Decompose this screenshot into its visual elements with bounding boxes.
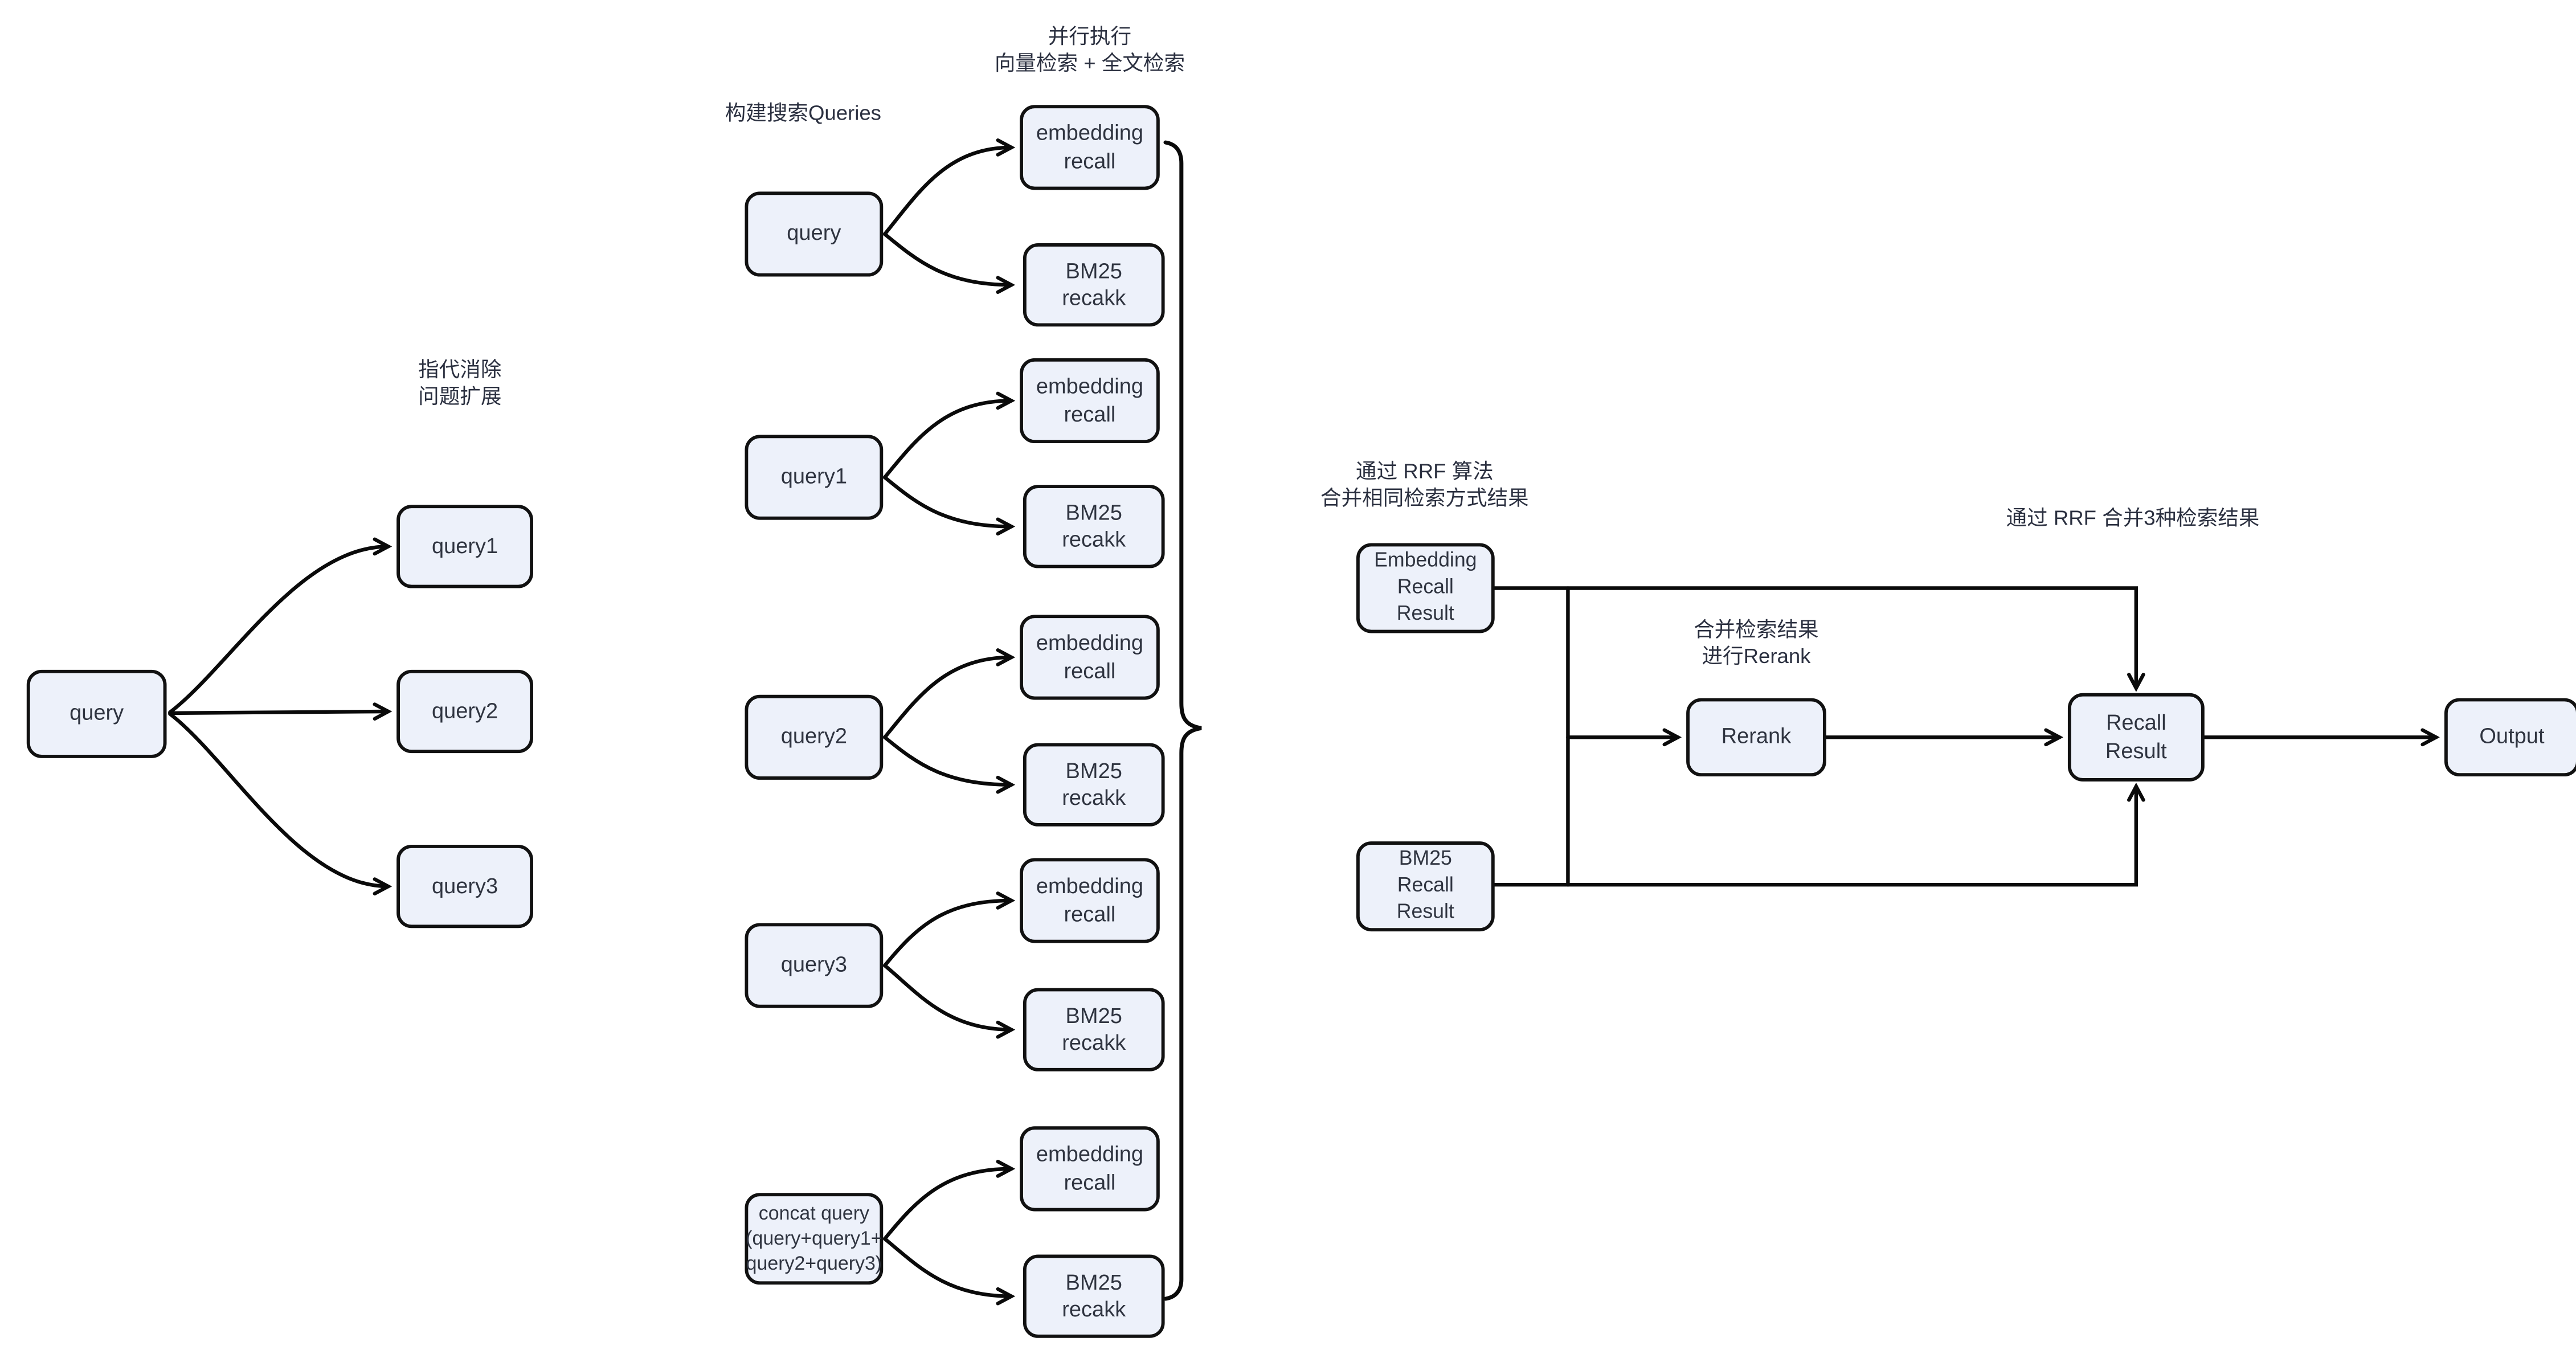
- edge-concat-to-embedding-5: [882, 1169, 1011, 1241]
- node-embedding-recall-2: embedding recall: [1020, 358, 1160, 444]
- curly-brace: [1163, 140, 1202, 1301]
- edge-query-to-query3: [168, 712, 388, 886]
- node-source-query: query: [26, 669, 167, 758]
- node-bm25-recall-3: BM25 recakk: [1023, 743, 1165, 827]
- node-embedding-recall-3: embedding recall: [1020, 615, 1160, 700]
- node-recall-result: Recall Result: [2067, 693, 2205, 782]
- node-search-query2: query2: [745, 694, 884, 780]
- edge-query-to-query2: [168, 711, 388, 713]
- node-bm25-recall-result: BM25 Recall Result: [1356, 841, 1495, 932]
- edge-midquery-to-embedding-3: [882, 657, 1011, 739]
- edge-bm25res-to-recallresult-bottom: [1493, 787, 2136, 887]
- label-rrf-merge-same: 通过 RRF 算法 合并相同检索方式结果: [1320, 460, 1529, 510]
- edge-midquery-to-bm25-3: [882, 735, 1011, 784]
- node-embedding-recall-result: Embedding Recall Result: [1356, 543, 1495, 633]
- node-embedding-recall-1: embedding recall: [1020, 105, 1160, 190]
- node-search-query1: query1: [745, 435, 884, 520]
- node-rerank: Rerank: [1686, 698, 1826, 777]
- edge-midquery-to-bm25-2: [882, 475, 1011, 526]
- node-bm25-recall-4: BM25 recakk: [1023, 988, 1165, 1071]
- label-build-queries: 构建搜索Queries: [725, 101, 882, 125]
- edge-concat-to-bm25-5: [882, 1237, 1011, 1296]
- node-bm25-recall-1: BM25 recakk: [1023, 243, 1165, 327]
- edge-midquery-to-embedding-2: [882, 400, 1011, 480]
- node-expanded-query3: query3: [396, 844, 533, 928]
- label-rrf-merge-3: 通过 RRF 合并3种检索结果: [2006, 506, 2260, 530]
- edge-embres-to-recallresult-top: [1493, 586, 2136, 689]
- node-bm25-recall-5: BM25 recakk: [1023, 1254, 1165, 1338]
- label-coreference: 指代消除 问题扩展: [418, 358, 502, 408]
- node-search-query: query: [745, 191, 884, 277]
- node-embedding-recall-5: embedding recall: [1020, 1126, 1160, 1212]
- node-expanded-query1: query1: [396, 505, 533, 588]
- edge-midquery-to-embedding-4: [882, 901, 1011, 968]
- node-output: Output: [2444, 698, 2576, 777]
- edge-query-to-query1: [168, 546, 388, 714]
- label-merge-rerank: 合并检索结果 进行Rerank: [1694, 618, 1819, 668]
- edge-midquery-to-bm25-1: [882, 232, 1011, 285]
- node-embedding-recall-4: embedding recall: [1020, 858, 1160, 943]
- edge-midquery-to-bm25-4: [882, 963, 1011, 1030]
- node-concat-query: concat query (query+query1+ query2+query…: [745, 1193, 884, 1285]
- node-search-query3: query3: [745, 923, 884, 1008]
- edge-group: [168, 148, 2436, 1296]
- node-expanded-query2: query2: [396, 669, 533, 754]
- edge-midquery-to-embedding-1: [882, 148, 1011, 236]
- node-bm25-recall-2: BM25 recakk: [1023, 485, 1165, 568]
- label-parallel-exec: 并行执行 向量检索 + 全文检索: [994, 24, 1185, 75]
